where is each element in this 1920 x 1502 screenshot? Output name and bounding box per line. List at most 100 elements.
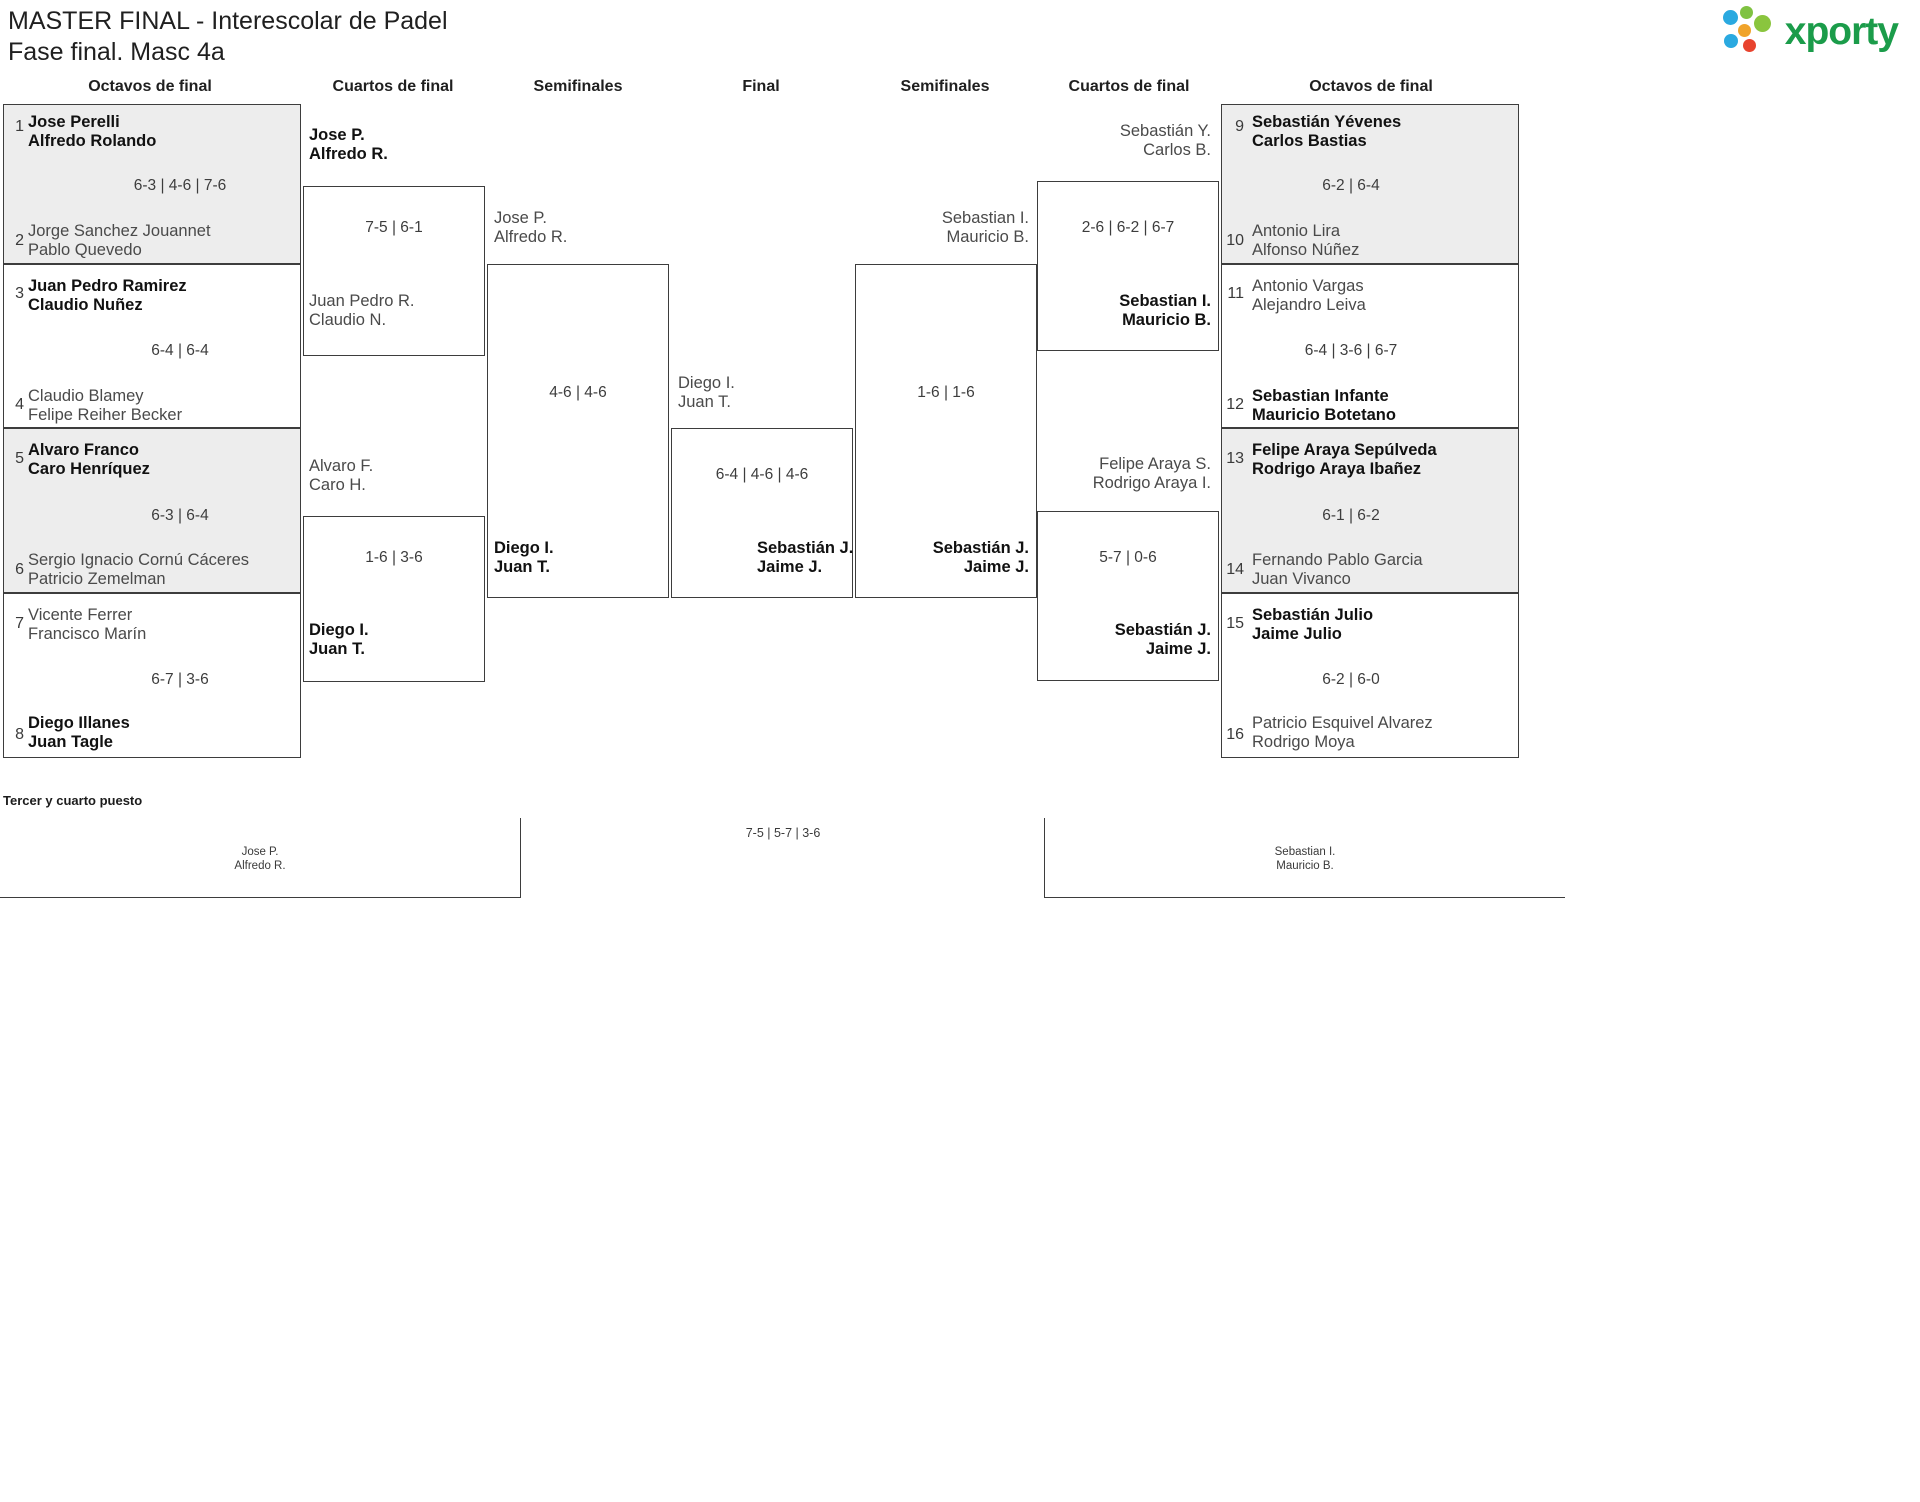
team-ls1-p1: Jose P. — [494, 209, 547, 227]
match-block-l3[interactable] — [3, 428, 301, 593]
seed-8: 8 — [15, 726, 24, 743]
xporty-logo-text: xporty — [1784, 10, 1899, 53]
round-header-final: Final — [742, 78, 780, 95]
score-final: 6-4 | 4-6 | 4-6 — [715, 466, 809, 483]
team-l3-p1: Juan Pedro Ramirez — [28, 277, 187, 295]
round-header-right-cuartos: Cuartos de final — [1068, 78, 1190, 95]
round-header-right-semis: Semifinales — [900, 78, 990, 95]
team-rs2-p2: Jaime J. — [963, 558, 1029, 576]
team-l6-p1: Sergio Ignacio Cornú Cáceres — [28, 551, 250, 569]
seed-13: 13 — [1226, 450, 1244, 467]
team-r9-p1: Sebastián Yévenes — [1252, 113, 1402, 131]
round-header-left-octavos: Octavos de final — [88, 78, 212, 95]
match-block-r3[interactable] — [1221, 428, 1519, 593]
match-block-rq1[interactable] — [1037, 181, 1219, 351]
third-place-left-bracket[interactable] — [0, 818, 521, 898]
seed-16: 16 — [1226, 726, 1244, 743]
xporty-logo: xporty — [1722, 6, 1899, 58]
third-place-label: Tercer y cuarto puesto — [3, 793, 143, 808]
team-l1-p1: Jose Perelli — [28, 113, 120, 131]
team-rq4-p2: Jaime J. — [1145, 640, 1211, 658]
score-lq1: 7-5 | 6-1 — [365, 219, 423, 236]
team-lq1-p1: Jose P. — [309, 126, 365, 144]
score-l4: 6-7 | 3-6 — [151, 671, 209, 688]
team-l3-p2: Claudio Nuñez — [28, 296, 143, 314]
match-block-l1[interactable] — [3, 104, 301, 264]
third-place-right-p1: Sebastian I. — [1274, 846, 1336, 858]
team-champion-p2: Jaime J. — [757, 558, 823, 576]
team-rq4-p1: Sebastián J. — [1114, 621, 1211, 639]
team-r11-p1: Antonio Vargas — [1252, 277, 1364, 295]
team-r16-p1: Patricio Esquivel Alvarez — [1252, 714, 1433, 732]
third-place-score: 7-5 | 5-7 | 3-6 — [745, 826, 821, 840]
title-line-1: MASTER FINAL - Interescolar de Padel — [8, 7, 448, 35]
score-r4: 6-2 | 6-0 — [1322, 671, 1380, 688]
match-block-rq2[interactable] — [1037, 511, 1219, 681]
third-place-left-p1: Jose P. — [241, 846, 279, 858]
score-r1: 6-2 | 6-4 — [1322, 177, 1380, 194]
seed-14: 14 — [1226, 561, 1244, 578]
team-l7-p2: Francisco Marín — [28, 625, 147, 643]
team-rq1-p1: Sebastián Y. — [1119, 122, 1211, 140]
score-rq1: 2-6 | 6-2 | 6-7 — [1081, 219, 1175, 236]
team-rq3-p1: Felipe Araya S. — [1099, 455, 1211, 473]
score-lq2: 1-6 | 3-6 — [365, 549, 423, 566]
round-header-right-octavos: Octavos de final — [1309, 78, 1433, 95]
score-rq2: 5-7 | 0-6 — [1099, 549, 1157, 566]
team-r9-p2: Carlos Bastias — [1252, 132, 1367, 150]
team-r12-p2: Mauricio Botetano — [1252, 406, 1396, 424]
match-block-rs1[interactable] — [855, 264, 1037, 598]
team-champion-p1: Sebastián J. — [757, 539, 854, 557]
score-ls1: 4-6 | 4-6 — [549, 384, 607, 401]
team-rq2-p2: Mauricio B. — [1122, 311, 1211, 329]
team-ls2-p1: Diego I. — [494, 539, 554, 557]
third-place-left-p2: Alfredo R. — [234, 860, 286, 872]
team-l5-p2: Caro Henríquez — [28, 460, 150, 478]
team-lq3-p1: Alvaro F. — [309, 457, 374, 475]
team-l7-p1: Vicente Ferrer — [28, 606, 133, 624]
team-lq2-p1: Juan Pedro R. — [309, 292, 415, 310]
seed-10: 10 — [1226, 232, 1244, 249]
team-l8-p1: Diego Illanes — [28, 714, 130, 732]
team-lq1-p2: Alfredo R. — [309, 145, 388, 163]
team-rq3-p2: Rodrigo Araya I. — [1092, 474, 1211, 492]
team-l4-p2: Felipe Reiher Becker — [28, 406, 183, 424]
team-r10-p2: Alfonso Núñez — [1252, 241, 1360, 259]
team-l8-p2: Juan Tagle — [28, 733, 113, 751]
score-rs1: 1-6 | 1-6 — [917, 384, 975, 401]
team-l1-p2: Alfredo Rolando — [28, 132, 157, 150]
team-final-p2: Juan T. — [678, 393, 731, 411]
match-block-r1[interactable] — [1221, 104, 1519, 264]
team-rs1-p2: Mauricio B. — [946, 228, 1029, 246]
seed-15: 15 — [1226, 615, 1244, 632]
team-l4-p1: Claudio Blamey — [28, 387, 144, 405]
match-block-r4[interactable] — [1221, 593, 1519, 758]
team-l2-p1: Jorge Sanchez Jouannet — [28, 222, 211, 240]
team-r13-p2: Rodrigo Araya Ibañez — [1252, 460, 1422, 478]
team-ls2-p2: Juan T. — [494, 558, 550, 576]
team-rq1-p2: Carlos B. — [1143, 141, 1211, 159]
match-block-l4[interactable] — [3, 593, 301, 758]
match-block-lq1[interactable] — [303, 186, 485, 356]
match-block-lq2[interactable] — [303, 516, 485, 682]
team-lq3-p2: Caro H. — [309, 476, 366, 494]
team-r10-p1: Antonio Lira — [1252, 222, 1341, 240]
team-lq4-p1: Diego I. — [309, 621, 369, 639]
round-header-left-cuartos: Cuartos de final — [332, 78, 454, 95]
match-block-r2[interactable] — [1221, 264, 1519, 428]
third-place-right-bracket[interactable] — [1044, 818, 1565, 898]
match-block-final[interactable] — [671, 428, 853, 598]
team-r16-p2: Rodrigo Moya — [1252, 733, 1355, 751]
score-l3: 6-3 | 6-4 — [151, 507, 209, 524]
team-l5-p1: Alvaro Franco — [28, 441, 139, 459]
match-block-l2[interactable] — [3, 264, 301, 428]
team-lq2-p2: Claudio N. — [309, 311, 387, 329]
match-block-ls1[interactable] — [487, 264, 669, 598]
team-rs2-p1: Sebastián J. — [932, 539, 1029, 557]
seed-3: 3 — [15, 285, 24, 302]
seed-11: 11 — [1227, 285, 1244, 302]
team-l6-p2: Patricio Zemelman — [28, 570, 166, 588]
team-r11-p2: Alejandro Leiva — [1252, 296, 1366, 314]
team-r12-p1: Sebastian Infante — [1252, 387, 1389, 405]
seed-5: 5 — [15, 450, 24, 467]
